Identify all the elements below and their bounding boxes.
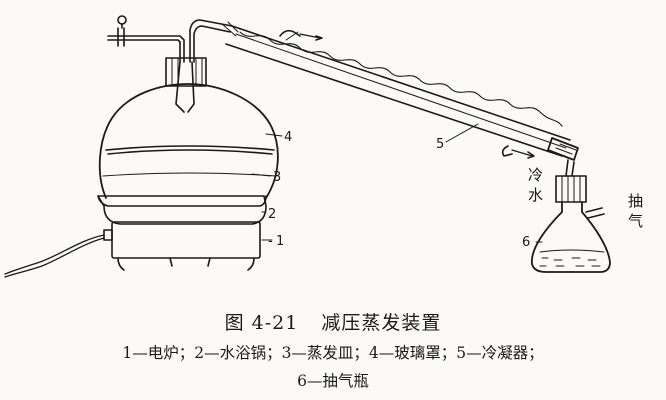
cooling-water-label-2: 水 bbox=[528, 186, 543, 204]
rubber-stopper bbox=[165, 57, 207, 113]
electric-stove bbox=[4, 221, 261, 278]
callout-3: 3 bbox=[273, 170, 281, 185]
callout-6: 6 bbox=[522, 235, 530, 250]
condenser bbox=[225, 25, 579, 161]
inlet-tube bbox=[107, 15, 185, 63]
vacuum-evaporation-diagram: 4 3 2 - 1 5 6 冷 水 抽 气 bbox=[4, 15, 643, 278]
legend-line-1: 1—电炉；2—水浴锅；3—蒸发皿；4—玻璃罩；5—冷凝器； bbox=[122, 344, 544, 362]
callout-1: 1 bbox=[276, 234, 284, 249]
glass-bell-jar bbox=[98, 83, 279, 199]
leader-lines bbox=[251, 123, 543, 243]
figure-caption: 图 4-21 减压蒸发装置 bbox=[0, 308, 666, 335]
callout-1-prefix: - bbox=[268, 234, 273, 249]
cooling-water-label-1: 冷 bbox=[528, 166, 543, 184]
callout-2: 2 bbox=[268, 207, 276, 222]
legend-line-2: 6—抽气瓶 bbox=[297, 372, 369, 390]
callout-4: 4 bbox=[284, 130, 292, 145]
water-bath bbox=[97, 195, 267, 225]
figure-title: 减压蒸发装置 bbox=[321, 312, 442, 334]
figure-number: 图 4-21 bbox=[224, 312, 299, 334]
vapor-tube bbox=[189, 19, 239, 63]
vacuum-label-1: 抽 bbox=[628, 192, 643, 210]
callout-5: 5 bbox=[436, 137, 444, 152]
vacuum-label-2: 气 bbox=[628, 212, 643, 230]
vacuum-flask bbox=[531, 159, 611, 273]
